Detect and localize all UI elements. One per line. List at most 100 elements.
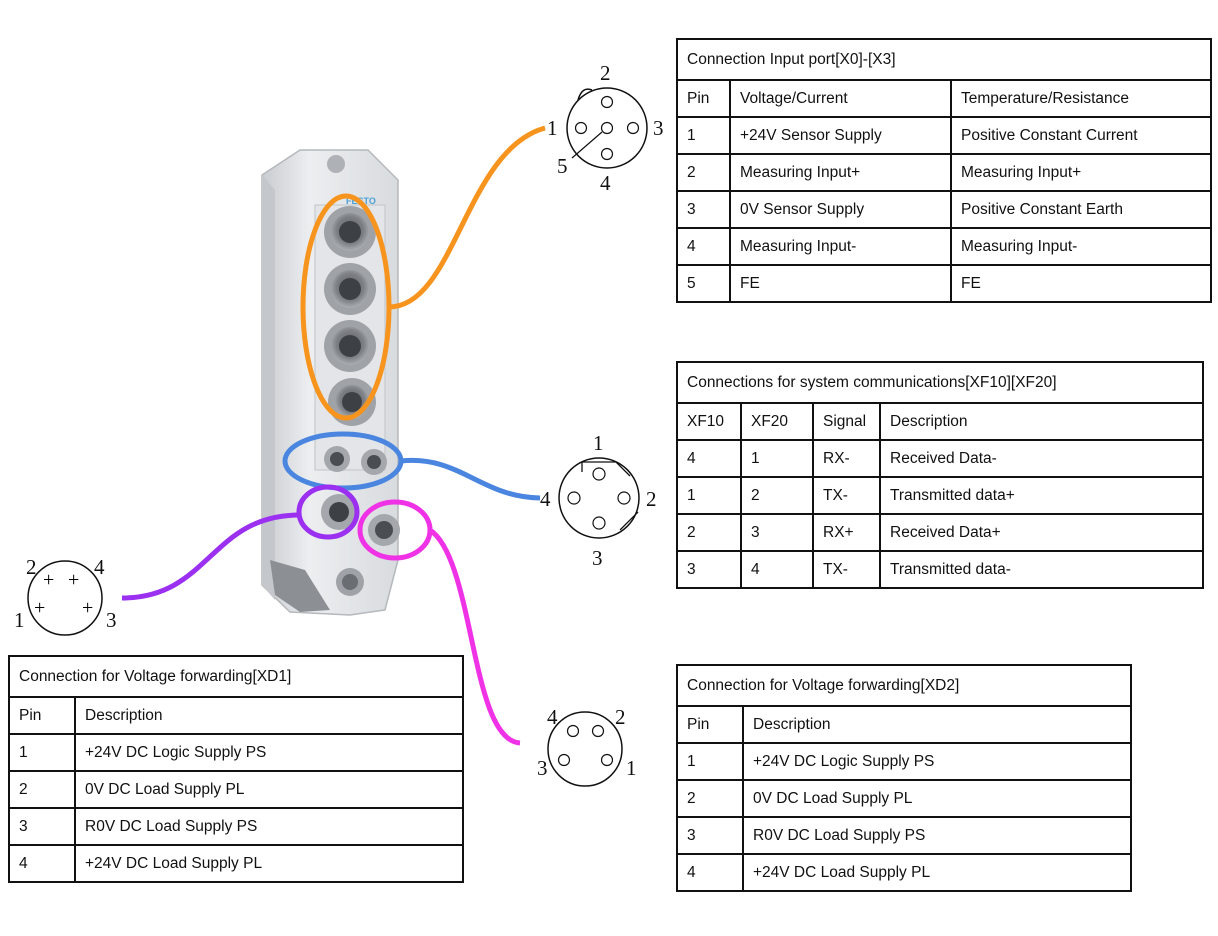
xd2-col-description-header: Description xyxy=(742,705,1132,744)
comm-port-xf10 xyxy=(324,446,350,472)
table-cell: 1 xyxy=(676,476,742,515)
table-cell: Measuring Input+ xyxy=(729,153,952,192)
table-cell: 4 xyxy=(676,853,744,892)
table-cell: +24V DC Logic Supply PS xyxy=(742,742,1132,781)
comm-pin-2-label: 2 xyxy=(646,487,657,511)
table-cell: RX- xyxy=(812,439,881,478)
table-cell: 0V DC Load Supply PL xyxy=(742,779,1132,818)
comm-col-description-header: Description xyxy=(879,402,1204,441)
table-cell: 4 xyxy=(676,227,731,266)
input-pinout-circle xyxy=(566,87,648,169)
xd2-table-title: Connection for Voltage forwarding[XD2] xyxy=(676,664,1132,707)
table-cell: FE xyxy=(729,264,952,303)
table-row: 1+24V DC Logic Supply PS xyxy=(676,742,1132,781)
input-port-x1 xyxy=(324,263,376,315)
table-cell: 2 xyxy=(676,153,731,192)
io-module-device: FESTO xyxy=(261,149,400,616)
comm-col-signal-header: Signal xyxy=(812,402,881,441)
xd1-voltage-table: Connection for Voltage forwarding[XD1] P… xyxy=(8,655,464,883)
svg-text:+: + xyxy=(34,597,45,619)
input-port-table: Connection Input port[X0]-[X3] Pin Volta… xyxy=(676,38,1212,303)
table-cell: 1 xyxy=(740,439,814,478)
table-cell: 3 xyxy=(8,807,76,846)
table-cell: 0V Sensor Supply xyxy=(729,190,952,229)
table-cell: Transmitted data+ xyxy=(879,476,1204,515)
input-port-x0 xyxy=(324,206,376,258)
table-cell: 2 xyxy=(676,779,744,818)
input-pin-2-label: 2 xyxy=(600,61,611,85)
xd2-pinout-circle xyxy=(547,711,623,787)
xd1-pin-3-label: 3 xyxy=(106,608,117,632)
table-cell: Positive Constant Current xyxy=(950,116,1212,155)
table-cell: 1 xyxy=(676,116,731,155)
comm-col-xf20-header: XF20 xyxy=(740,402,814,441)
table-cell: RX+ xyxy=(812,513,881,552)
comm-port-pinout-diagram: 1 2 3 4 xyxy=(540,431,657,570)
table-row: 1+24V DC Logic Supply PS xyxy=(8,733,464,772)
svg-text:+: + xyxy=(43,569,54,591)
table-cell: +24V Sensor Supply xyxy=(729,116,952,155)
comm-ports-leader-line xyxy=(400,457,541,501)
xd1-pinout-circle xyxy=(27,560,103,636)
xd2-table-header-row: Pin Description xyxy=(676,705,1132,744)
input-table-header-row: Pin Voltage/Current Temperature/Resistan… xyxy=(676,79,1212,118)
xd2-leader-line xyxy=(428,527,521,746)
table-cell: FE xyxy=(950,264,1212,303)
xd1-leader-line xyxy=(121,512,301,601)
xd1-col-pin-header: Pin xyxy=(8,696,76,735)
table-cell: Received Data+ xyxy=(879,513,1204,552)
xd1-table-header-row: Pin Description xyxy=(8,696,464,735)
xd2-pin-1-label: 1 xyxy=(626,756,637,780)
xd1-pin-1-label: 1 xyxy=(14,608,25,632)
xd1-col-description-header: Description xyxy=(74,696,464,735)
table-cell: 4 xyxy=(676,439,742,478)
input-port-pinout-diagram: 2 1 3 4 5 xyxy=(547,61,664,195)
power-port-xd2 xyxy=(368,514,400,546)
table-cell: +24V DC Load Supply PL xyxy=(742,853,1132,892)
table-cell: TX- xyxy=(812,476,881,515)
table-cell: Positive Constant Earth xyxy=(950,190,1212,229)
table-row: 4+24V DC Load Supply PL xyxy=(8,844,464,883)
comm-table-title: Connections for system communications[XF… xyxy=(676,361,1204,404)
comm-pin-3-label: 3 xyxy=(592,546,603,570)
table-cell: 1 xyxy=(676,742,744,781)
table-cell: 2 xyxy=(740,476,814,515)
xd2-pinout-diagram: 1 2 3 4 xyxy=(537,705,637,787)
comm-pinout-circle xyxy=(558,457,640,539)
comm-port-table: Connections for system communications[XF… xyxy=(676,361,1204,589)
input-col-temperature-header: Temperature/Resistance xyxy=(950,79,1212,118)
input-table-title: Connection Input port[X0]-[X3] xyxy=(676,38,1212,81)
input-ports-leader-line xyxy=(388,125,546,310)
xd1-pin-2-label: 2 xyxy=(26,555,37,579)
table-cell: Transmitted data- xyxy=(879,550,1204,589)
input-pin-4-label: 4 xyxy=(600,171,611,195)
table-cell: Measuring Input- xyxy=(950,227,1212,266)
xd2-col-pin-header: Pin xyxy=(676,705,744,744)
table-cell: TX- xyxy=(812,550,881,589)
xd1-table-title: Connection for Voltage forwarding[XD1] xyxy=(8,655,464,698)
comm-table-header-row: XF10 XF20 Signal Description xyxy=(676,402,1204,441)
table-cell: 2 xyxy=(676,513,742,552)
table-cell: R0V DC Load Supply PS xyxy=(74,807,464,846)
xd1-port-highlight xyxy=(296,484,360,540)
table-cell: 3 xyxy=(676,550,742,589)
input-pin-5-label: 5 xyxy=(557,154,568,178)
xd2-voltage-table: Connection for Voltage forwarding[XD2] P… xyxy=(676,664,1132,892)
input-pin-3-label: 3 xyxy=(653,116,664,140)
table-cell: +24V DC Logic Supply PS xyxy=(74,733,464,772)
input-port-x2 xyxy=(324,320,376,372)
input-col-pin-header: Pin xyxy=(676,79,731,118)
svg-text:+: + xyxy=(68,569,79,591)
table-cell: 4 xyxy=(740,550,814,589)
